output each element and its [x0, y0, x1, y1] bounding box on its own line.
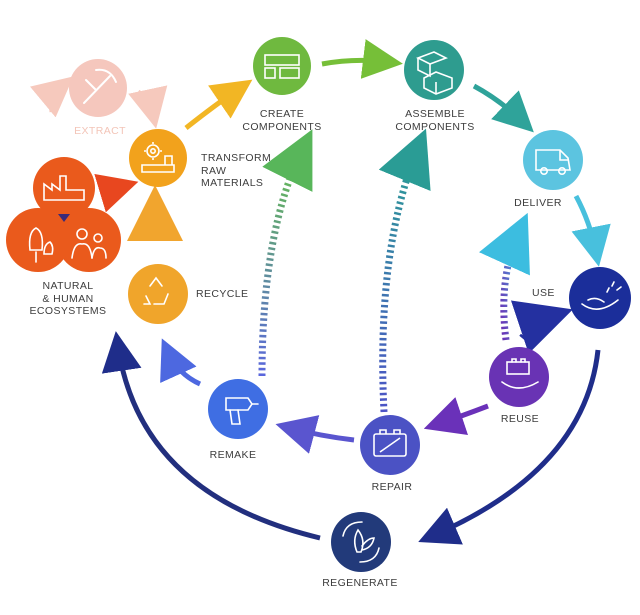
pickaxe-icon	[83, 68, 117, 104]
arrow-repair-to-assemble	[378, 128, 431, 413]
arrow-repair-to-remake	[275, 415, 355, 454]
arrow-assemble-to-deliver	[472, 83, 534, 133]
arrow-eco-to-transform	[94, 174, 139, 213]
deliver-node	[523, 130, 583, 190]
arrow-extract-down	[29, 76, 74, 118]
use-node	[569, 267, 631, 329]
ecosystems-node	[6, 157, 121, 272]
recycle-icon	[143, 276, 169, 305]
repair-node	[360, 415, 420, 475]
assemble-label: ASSEMBLE COMPONENTS	[395, 108, 475, 133]
remake-label: REMAKE	[209, 449, 257, 461]
arrow-reuse-to-repair	[423, 397, 489, 436]
transform-node	[129, 129, 187, 187]
arrow-extract-right	[128, 85, 168, 129]
extract-node	[69, 59, 127, 117]
remake-node	[208, 379, 268, 439]
reuse-label: REUSE	[500, 413, 540, 425]
recycle-label: RECYCLE	[196, 288, 249, 300]
drill-icon	[225, 397, 259, 425]
arrow-deliver-to-use	[571, 194, 611, 267]
factory-gear-icon	[141, 142, 175, 173]
arrow-remake-to-recycle	[160, 338, 202, 387]
deliver-label: DELIVER	[514, 197, 562, 209]
arrow-transform-to-create	[184, 79, 253, 130]
van-icon	[535, 149, 571, 176]
ecosystem-icon	[28, 175, 107, 263]
use-label: USE	[532, 287, 555, 299]
regenerate-node	[331, 512, 391, 572]
blocks-icon	[416, 51, 453, 95]
hand-icon	[581, 281, 622, 310]
arrow-reuse-to-deliver	[479, 212, 530, 341]
extract-label: EXTRACT	[74, 125, 126, 137]
repair-label: REPAIR	[371, 481, 413, 493]
hand-box-icon	[501, 358, 539, 389]
recycle-node	[128, 264, 188, 324]
reuse-node	[489, 347, 549, 407]
arrow-create-to-assemble	[321, 39, 403, 79]
arrow-use-to-regenerate	[418, 349, 601, 545]
create-label: CREATE COMPONENTS	[242, 108, 322, 133]
regenerate-icon	[342, 521, 380, 563]
assemble-node	[404, 40, 464, 100]
transform-label: TRANSFORM RAW MATERIALS	[201, 152, 272, 189]
components-icon	[264, 54, 300, 79]
arrow-regenerate-to-ecosystems	[101, 331, 321, 541]
arrow-reuse-to-use	[510, 300, 573, 354]
create-node	[253, 37, 311, 95]
regenerate-label: REGENERATE	[322, 577, 398, 589]
ecosystems-label: NATURAL & HUMAN ECOSYSTEMS	[29, 280, 107, 317]
battery-icon	[373, 429, 407, 457]
arrow-remake-to-create	[258, 129, 313, 377]
